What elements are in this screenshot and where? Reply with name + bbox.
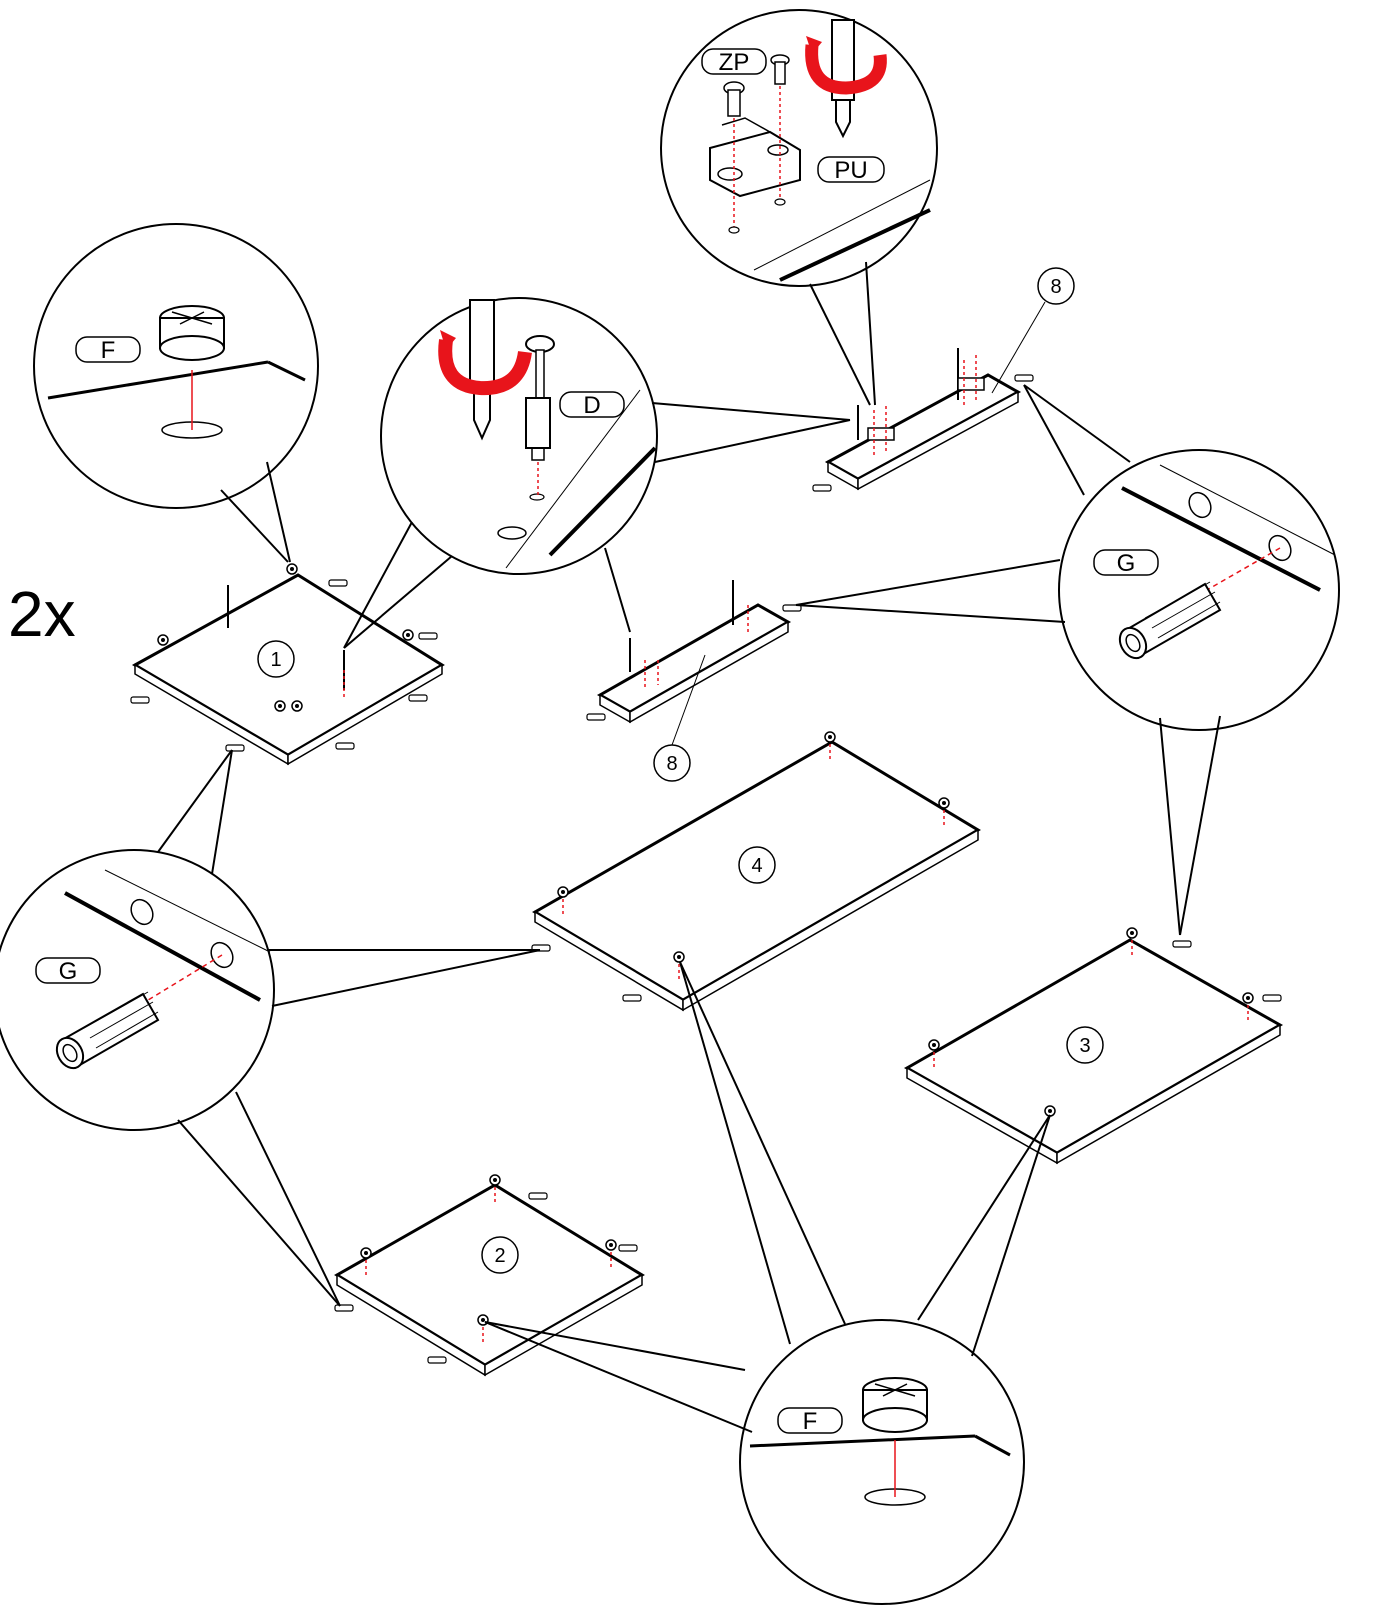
- panel-2: 2: [334, 1174, 645, 1377]
- callout-cam-lock-bottom: F: [484, 961, 1051, 1605]
- wooden-dowel-icon-left: [55, 991, 160, 1070]
- fitting-label-g-left: G: [59, 958, 78, 985]
- part-number-3: 3: [1079, 1035, 1090, 1057]
- fitting-label-g-right: G: [1117, 550, 1136, 577]
- screwdriver-icon-hinge: [831, 19, 855, 139]
- rotation-arrow-icon-hinge: [805, 36, 887, 95]
- callout-bolt: D: [343, 297, 851, 649]
- mounting-plate-icon: [709, 117, 801, 198]
- part-number-4: 4: [751, 855, 762, 877]
- fitting-label-f-top: F: [101, 337, 116, 364]
- screwdriver-icon: [469, 299, 495, 441]
- callout-dowel-right: G: [795, 384, 1340, 936]
- part-number-2: 2: [494, 1245, 505, 1267]
- fitting-label-d: D: [583, 392, 600, 419]
- euro-screw-icon: [723, 54, 790, 234]
- cam-lock-fitting-icon: [159, 305, 225, 361]
- panel-3: 3: [903, 927, 1284, 1165]
- fitting-label-pu: PU: [834, 157, 867, 184]
- wooden-dowel-icon: [1118, 581, 1222, 660]
- part-number-1: 1: [270, 649, 281, 671]
- panel-1: 1: [130, 563, 445, 766]
- callout-dowel-left: G: [0, 749, 541, 1307]
- callout-cam-lock-top: F: [33, 223, 319, 563]
- panel-8-top: 8: [812, 267, 1075, 492]
- quantity-label: 2x: [8, 578, 76, 650]
- callout-hinge-plate: ZP PU: [660, 9, 938, 406]
- panel-8-middle: 8: [586, 580, 802, 782]
- fitting-label-f-bottom: F: [803, 1408, 818, 1435]
- part-number-8-middle: 8: [666, 753, 677, 775]
- fitting-label-zp: ZP: [719, 49, 750, 76]
- connector-bolt-icon: [525, 335, 555, 495]
- part-number-8-top: 8: [1050, 276, 1061, 298]
- rotation-arrow-icon: [438, 330, 532, 396]
- cam-lock-fitting-icon-bottom: [862, 1377, 928, 1433]
- panel-4: 4: [531, 731, 981, 1012]
